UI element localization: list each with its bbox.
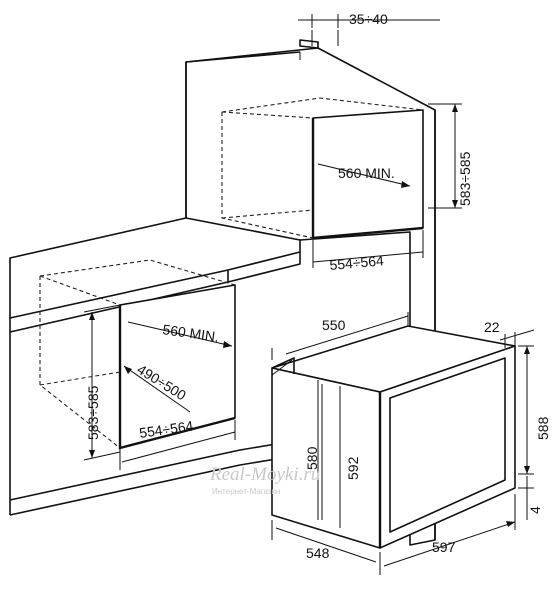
lower-cabinet: [9, 259, 301, 516]
dim-oven-side-depth: 548: [306, 545, 330, 561]
dim-upper-recess: 35÷40: [349, 11, 388, 27]
dim-upper-width: 554÷564: [329, 252, 385, 273]
dim-oven-width: 597: [432, 539, 456, 555]
dim-upper-height: 583÷585: [457, 151, 473, 206]
dim-upper-min-depth: 560 MIN.: [338, 165, 395, 181]
dim-lower-height: 583÷585: [85, 385, 101, 440]
watermark-brand: Real-Moyki.ru: [209, 464, 320, 485]
dim-lower-min-depth: 560 MIN.: [162, 321, 220, 345]
dim-oven-depth: 550: [322, 317, 346, 333]
oven-dimension-lines: [271, 312, 535, 575]
dim-oven-inner-height: 592: [345, 456, 361, 480]
dim-oven-body-height: 580: [304, 446, 320, 470]
upper-dimension-lines: [312, 103, 462, 268]
lower-dimension-lines: [83, 304, 236, 470]
dim-oven-bottom-gap: 4: [527, 506, 543, 514]
upper-cabinet: [185, 14, 440, 546]
dim-lower-width: 554÷564: [138, 418, 194, 441]
oven: [271, 325, 516, 549]
dim-oven-height-total: 588: [535, 416, 551, 440]
watermark-subtitle: Интернет-Магазин: [212, 487, 280, 496]
dim-oven-front-depth: 22: [484, 319, 500, 335]
